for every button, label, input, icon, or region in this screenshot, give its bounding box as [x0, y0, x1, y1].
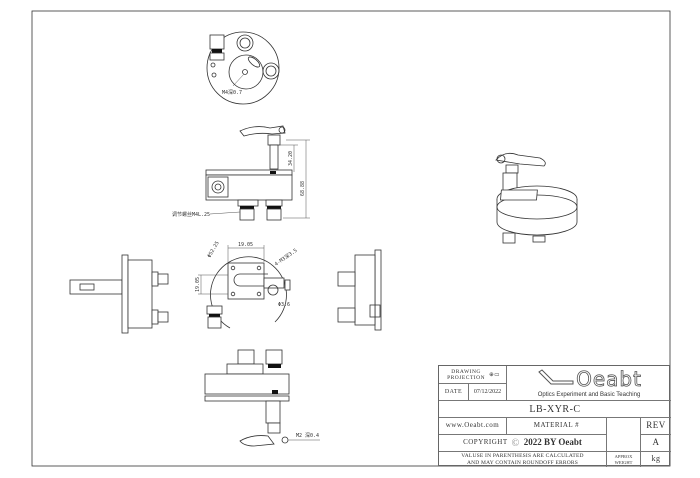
dim-height: 19.05 [195, 277, 201, 292]
top-thread-label: M4深0.7 [222, 89, 242, 96]
projection-symbol-icon: ⊕▭ [489, 371, 500, 378]
small-diameter: Φ3.6 [278, 302, 290, 308]
note-line-1: VALUSE IN PARENTHESIS ARE CALCULATED [461, 453, 584, 459]
projection-label: DRAWING PROJECTION [447, 368, 486, 381]
weight-unit: kg [651, 454, 661, 464]
copyright-text: 2022 BY Oeabt [523, 437, 582, 448]
dim-34-20: 34.20 [288, 151, 294, 166]
drawing-frame [31, 10, 671, 467]
weight-label: APPROX WEIGHT [607, 452, 641, 467]
dim-68-88: 68.88 [300, 181, 306, 196]
logo-text: Oeabt [576, 367, 642, 392]
date-value: 07/12/2022 [469, 384, 507, 401]
bottom-view: M2 深0.4 [204, 349, 320, 447]
blank-cell [607, 418, 641, 452]
top-view: M4深0.7 [206, 31, 280, 105]
projection-cell: DRAWING PROJECTION ⊕▭ [439, 366, 507, 384]
left-view [69, 254, 169, 334]
logo-cell: Oeabt Optics Experiment and Basic Teachi… [507, 366, 671, 401]
note-line-2: AND MAY CONTAIN ROUNDOFF ERRORS [466, 459, 579, 466]
logo-wrench-icon [538, 369, 574, 385]
isometric-view [495, 152, 578, 244]
title-block: DRAWING PROJECTION ⊕▭ DATE 07/12/2022 Oe… [438, 365, 671, 467]
dim-width: 19.05 [238, 242, 253, 248]
bottom-thread-label: M2 深0.4 [296, 432, 319, 439]
rev-value: A [641, 435, 671, 452]
screw-label: 调节螺丝M4L.25 [172, 211, 210, 218]
part-number: LB-XYR-C [439, 401, 671, 418]
material-label: MATERIAL # [507, 418, 607, 435]
tagline: Optics Experiment and Basic Teaching [537, 392, 641, 398]
plan-view: 19.05 19.05 Φ52.25 4-M3深3.5 Φ3.6 [195, 240, 299, 329]
rev-label: REV [641, 418, 671, 435]
copyright-label: COPYRIGHT [463, 438, 508, 447]
copyright-icon: © [511, 437, 520, 449]
front-view: 34.20 68.88 调节螺丝M4L.25 [172, 125, 310, 221]
dim-diameter: Φ52.25 [207, 240, 221, 259]
website[interactable]: www.Oeabt.com [439, 418, 507, 435]
note-cell: VALUSE IN PARENTHESIS ARE CALCULATED AND… [439, 452, 607, 467]
right-view [337, 249, 382, 331]
hole-label: 4-M3深3.5 [273, 247, 298, 268]
copyright-cell: COPYRIGHT © 2022 BY Oeabt [439, 435, 607, 452]
date-label: DATE [439, 384, 469, 401]
